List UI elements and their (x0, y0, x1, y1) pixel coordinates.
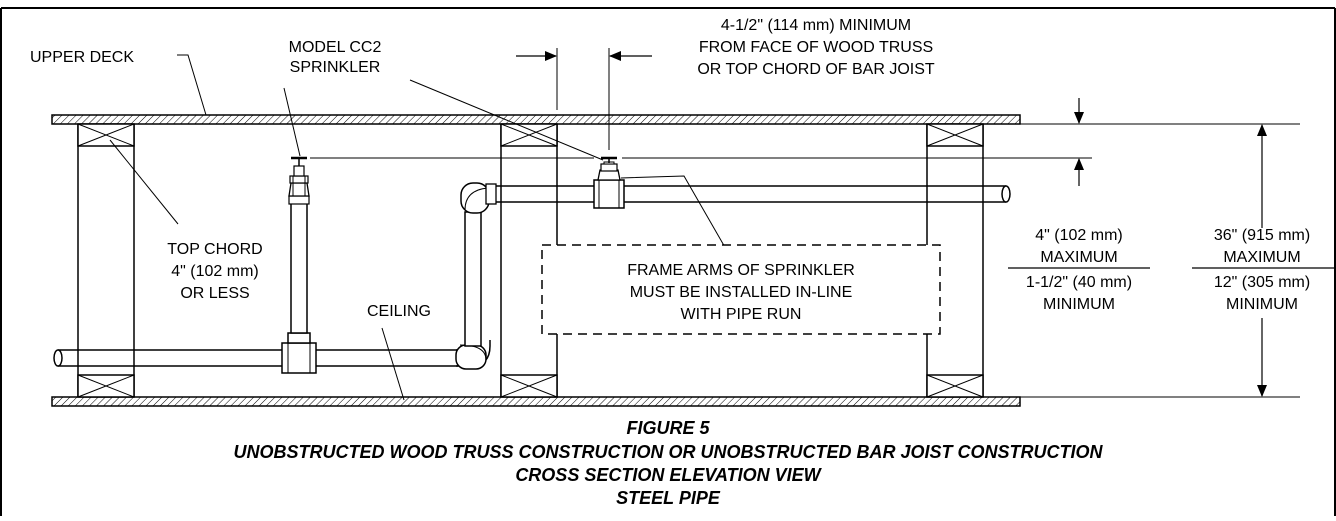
sprinkler-label-line2: SPRINKLER (290, 59, 381, 76)
min-distance-line1: 4-1/2" (114 mm) MINIMUM (721, 17, 911, 34)
sprinkler-left (288, 156, 310, 197)
truss-right (926, 123, 984, 398)
note-line2: MUST BE INSTALLED IN-LINE (630, 284, 853, 301)
caption-line2: CROSS SECTION ELEVATION VIEW (515, 465, 822, 485)
riser-pipe-right (464, 211, 482, 347)
ceiling (51, 396, 1021, 407)
leader-lines (109, 54, 731, 401)
deflector-min-word: MINIMUM (1043, 296, 1115, 313)
figure-number: FIGURE 5 (626, 418, 710, 438)
top-chord-line1: TOP CHORD (167, 241, 262, 258)
pipe-top-run (496, 185, 1011, 203)
truss-left (77, 123, 135, 398)
depth-max-value: 36" (915 mm) (1214, 227, 1310, 244)
pipe-elbow-top (460, 182, 497, 214)
deflector-max-word: MAXIMUM (1040, 249, 1117, 266)
note-line1: FRAME ARMS OF SPRINKLER (627, 262, 855, 279)
frame-border (0, 7, 1336, 516)
caption-line1: UNOBSTRUCTED WOOD TRUSS CONSTRUCTION OR … (234, 442, 1104, 462)
upper-deck (51, 114, 1021, 125)
upper-deck-label: UPPER DECK (30, 49, 134, 66)
deflector-min-value: 1-1/2" (40 mm) (1026, 274, 1132, 291)
deflector-max-value: 4" (102 mm) (1035, 227, 1122, 244)
caption-line3: STEEL PIPE (616, 488, 721, 508)
ceiling-label: CEILING (367, 303, 431, 320)
note-box (541, 244, 941, 335)
dimension-lines (310, 48, 1300, 398)
depth-max-word: MAXIMUM (1223, 249, 1300, 266)
min-distance-line2: FROM FACE OF WOOD TRUSS (699, 39, 933, 56)
pipe-tee-bottom (281, 332, 317, 374)
depth-min-value: 12" (305 mm) (1214, 274, 1310, 291)
top-chord-line3: OR LESS (180, 285, 249, 302)
min-distance-line3: OR TOP CHORD OF BAR JOIST (697, 61, 935, 78)
depth-min-word: MINIMUM (1226, 296, 1298, 313)
riser-pipe-left (288, 195, 310, 334)
pipe-tee-top (593, 179, 625, 209)
sprinkler-right (597, 156, 621, 181)
top-chord-line2: 4" (102 mm) (171, 263, 258, 280)
note-line3: WITH PIPE RUN (681, 306, 802, 323)
sprinkler-label-line1: MODEL CC2 (289, 39, 382, 56)
pipe-bottom-run (53, 349, 458, 367)
